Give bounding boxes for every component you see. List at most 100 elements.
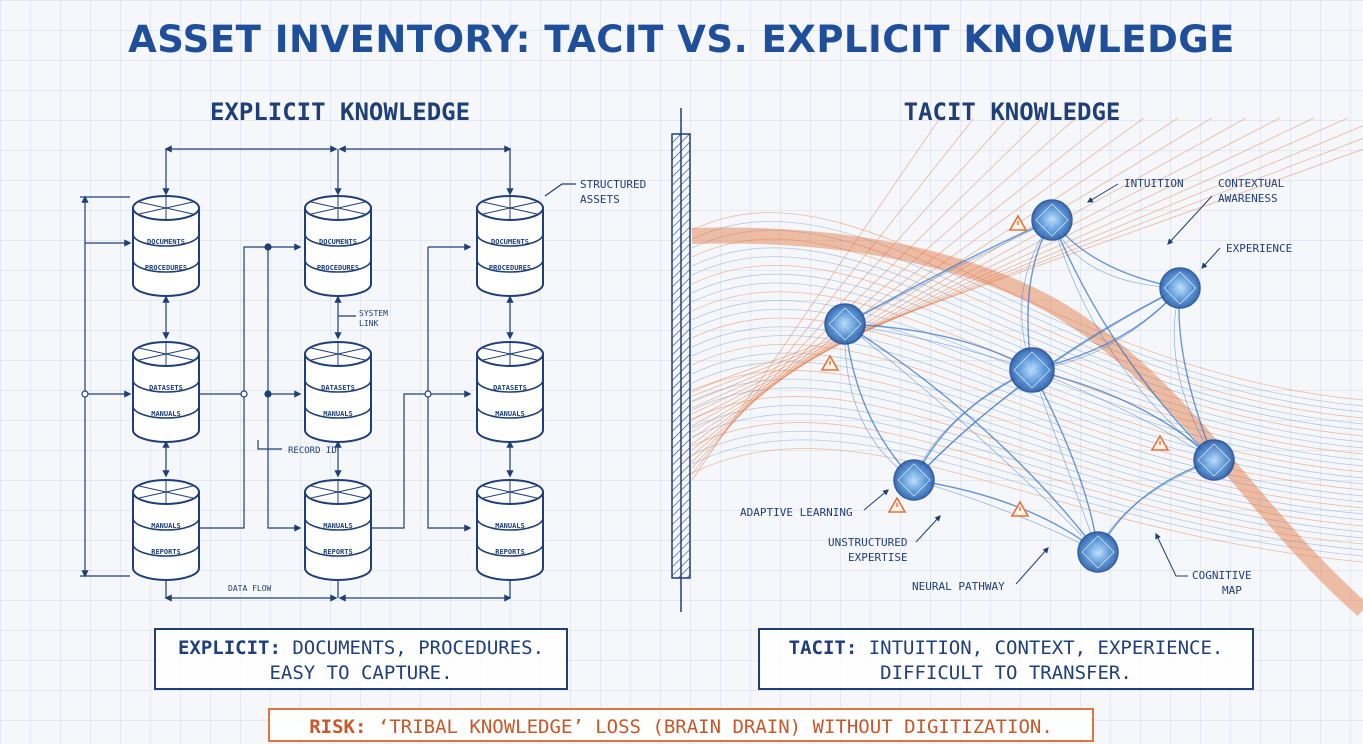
structured-assets-label-2: ASSETS [580, 193, 620, 206]
database-label: DATASETS [493, 384, 527, 392]
flow-line [691, 117, 1111, 451]
database-label: DOCUMENTS [319, 238, 357, 246]
flow-line [691, 317, 1363, 473]
database-label: MANUALS [495, 410, 525, 418]
tacit-network [820, 199, 1235, 573]
explicit-summary-key: EXPLICIT: [177, 637, 281, 659]
risk-key: RISK: [309, 716, 367, 738]
flow-line [691, 282, 1363, 449]
neural-edge [844, 323, 1099, 553]
neural-node [1077, 531, 1119, 573]
neural-node [893, 459, 935, 501]
flow-line [691, 117, 1281, 421]
neural-node [1193, 439, 1235, 481]
neural-edge [844, 219, 1053, 325]
cognitive-map-label: COGNITIVE [1192, 569, 1252, 582]
neural-edge [1031, 369, 1215, 461]
neural-node-mesh [828, 307, 862, 341]
database-label: DOCUMENTS [147, 238, 185, 246]
flow-line [691, 117, 1315, 415]
risk-text: ‘TRIBAL KNOWLEDGE’ LOSS (BRAIN DRAIN) WI… [377, 716, 1053, 738]
database-label: DATASETS [149, 384, 183, 392]
flow-line [691, 117, 975, 475]
flow-line [691, 238, 1363, 419]
flow-line [691, 125, 1363, 403]
flow-line [691, 404, 1363, 533]
flow-line [691, 117, 941, 481]
neural-node-mesh [1035, 203, 1069, 237]
database-label: PROCEDURES [489, 264, 531, 272]
flow-line [691, 448, 1363, 563]
explicit-summary-box: EXPLICIT: DOCUMENTS, PROCEDURES. EASY TO… [154, 628, 568, 690]
flow-line [691, 308, 1363, 467]
flow-line [691, 221, 1363, 407]
database-label: MANUALS [151, 410, 181, 418]
flow-line [691, 256, 1363, 431]
database-icon: DATASETS MANUALS [304, 341, 372, 443]
neural-edge [1051, 219, 1215, 461]
flow-line [691, 247, 1363, 425]
system-link-label-2: LINK [359, 319, 378, 328]
structured-assets-label: STRUCTURED [580, 178, 646, 191]
neural-edge [844, 323, 1099, 553]
data-flow-label: DATA FLOW [228, 584, 272, 593]
tacit-leaders [863, 183, 1221, 585]
tacit-summary-line1: INTUITION, CONTEXT, EXPERIENCE. [868, 637, 1224, 659]
database-icon: DATASETS MANUALS [132, 341, 200, 443]
page-title: ASSET INVENTORY: TACIT VS. EXPLICIT KNOW… [128, 18, 1235, 61]
flow-line [691, 229, 1363, 413]
neural-node [824, 303, 866, 345]
flow-line [691, 430, 1363, 551]
neural-edge [844, 219, 1053, 325]
neural-edge [1031, 369, 1215, 461]
database-label: PROCEDURES [145, 264, 187, 272]
database-label: MANUALS [151, 522, 181, 530]
database-label: DATASETS [321, 384, 355, 392]
contextual-awareness-label: CONTEXTUAL [1218, 177, 1285, 190]
neural-node-mesh [1197, 443, 1231, 477]
flow-line [691, 361, 1363, 503]
database-label: REPORTS [323, 548, 353, 556]
flow-line [691, 117, 1247, 427]
neural-node-mesh [1163, 271, 1197, 305]
neural-node-mesh [1081, 535, 1115, 569]
database-label: MANUALS [323, 522, 353, 530]
flow-line [691, 117, 1077, 457]
database-label: REPORTS [495, 548, 525, 556]
flow-line [691, 387, 1363, 521]
database-icon: MANUALS REPORTS [304, 479, 372, 581]
flow-line [691, 148, 1363, 391]
explicit-heading: EXPLICIT KNOWLEDGE [209, 98, 471, 126]
tacit-summary-line2: DIFFICULT TO TRANSFER. [880, 662, 1132, 684]
explicit-summary-line2: EASY TO CAPTURE. [269, 662, 453, 684]
neural-edge [1051, 219, 1215, 461]
explicit-connectors [80, 145, 576, 602]
neural-node [1031, 199, 1073, 241]
system-link-label: SYSTEM [359, 309, 388, 318]
flow-line [691, 396, 1363, 527]
flow-line [691, 117, 1145, 445]
tacit-summary-box: TACIT: INTUITION, CONTEXT, EXPERIENCE. D… [758, 628, 1254, 690]
neural-node-mesh [897, 463, 931, 497]
database-icon: DATASETS MANUALS [476, 341, 544, 443]
database-label: MANUALS [323, 410, 353, 418]
flow-line [691, 212, 1363, 401]
intuition-label: INTUITION [1124, 177, 1184, 190]
cognitive-map-label-2: MAP [1222, 584, 1242, 597]
neural-node [1159, 267, 1201, 309]
flow-line [691, 117, 1349, 409]
neural-edge [913, 479, 1099, 553]
flow-line [691, 291, 1363, 455]
flow-line [691, 117, 1009, 469]
flow-line [691, 413, 1363, 539]
flow-line [691, 273, 1363, 443]
contextual-awareness-label-2: AWARENESS [1218, 192, 1278, 205]
explicit-summary-line1: DOCUMENTS, PROCEDURES. [292, 637, 545, 659]
unstructured-expertise-label-2: EXPERTISE [848, 551, 908, 564]
tacit-heading: TACIT KNOWLEDGE [903, 98, 1121, 126]
flow-line [691, 422, 1363, 545]
